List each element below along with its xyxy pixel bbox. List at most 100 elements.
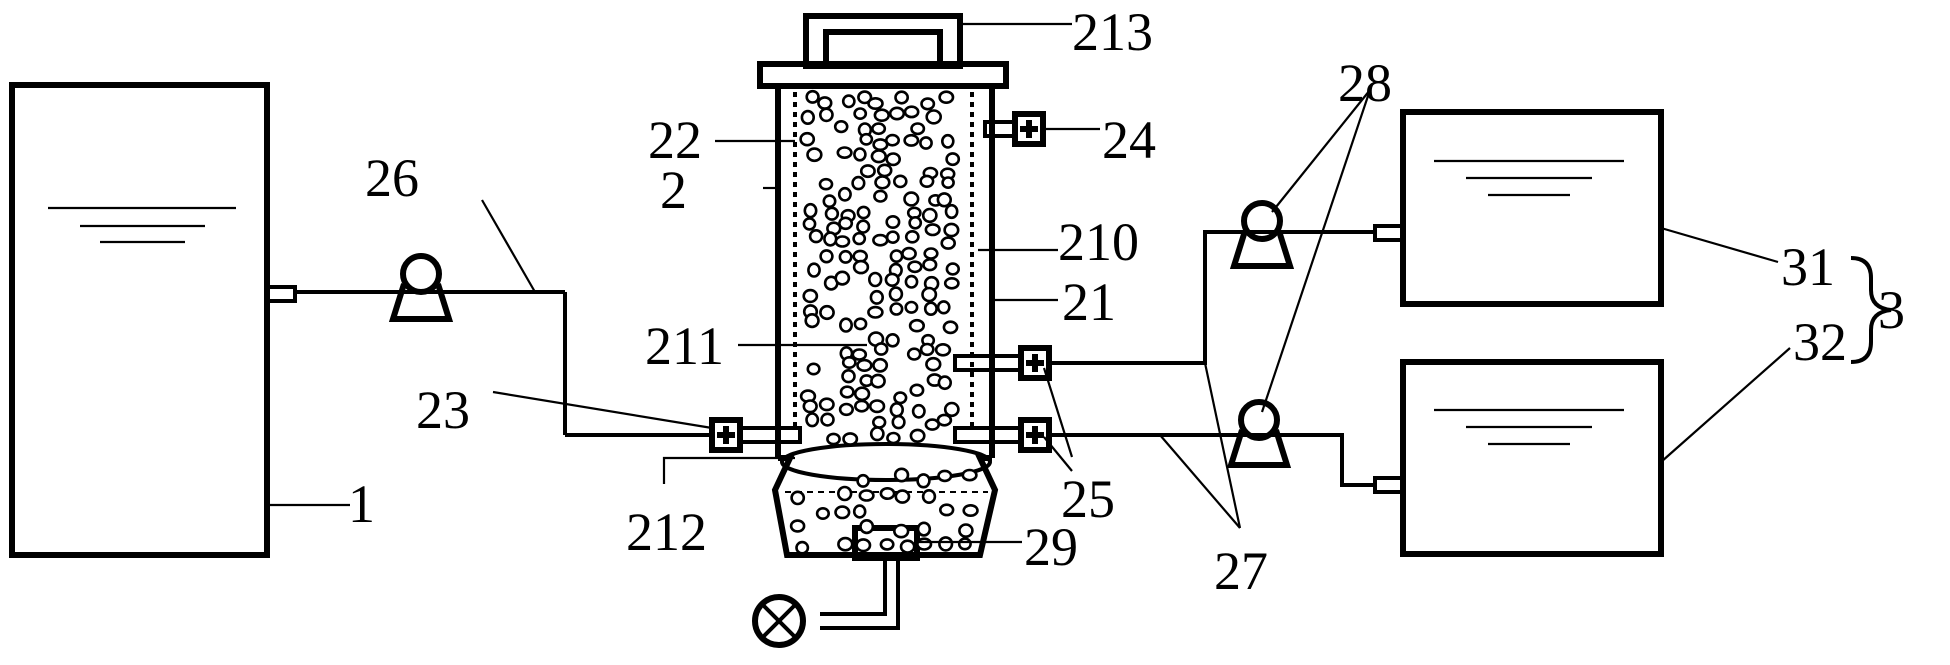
carrier-bead: [802, 399, 818, 414]
carrier-bead: [937, 469, 953, 483]
carrier-bead: [871, 415, 887, 429]
carrier-bead: [853, 147, 867, 162]
label-210: 210: [1058, 212, 1139, 272]
carrier-bead: [962, 503, 979, 517]
carrier-bead: [889, 302, 904, 316]
carrier-bead: [841, 369, 856, 384]
upper-pump: [1229, 200, 1295, 269]
carrier-bead: [944, 203, 959, 220]
label-1: 1: [348, 474, 375, 534]
carrier-bead: [859, 132, 874, 146]
carrier-bead: [841, 94, 856, 109]
carrier-bead: [901, 246, 917, 261]
carrier-bead: [891, 414, 906, 430]
carrier-bead: [908, 318, 926, 333]
carrier-bead: [836, 485, 853, 502]
carrier-bead: [853, 107, 868, 120]
carrier-bead: [834, 270, 851, 286]
carrier-bead: [853, 386, 871, 402]
carrier-bead: [936, 192, 952, 208]
carrier-bead: [857, 90, 873, 105]
carrier-bead: [802, 217, 817, 231]
carrier-bead: [958, 523, 974, 538]
collection-tank-31: [1373, 109, 1664, 307]
carrier-bead: [904, 300, 919, 314]
carrier-bead: [925, 356, 942, 372]
carrier-bead: [911, 403, 926, 419]
carrier-bead: [903, 191, 920, 207]
carrier-bead: [789, 519, 806, 533]
carrier-bead: [916, 537, 933, 551]
carrier-bead: [822, 194, 837, 209]
carrier-bead: [938, 536, 954, 552]
carrier-bead: [888, 286, 904, 302]
carrier-bead: [806, 362, 821, 376]
carrier-bead: [923, 247, 939, 260]
carrier-bead: [879, 538, 895, 551]
carrier-bead: [808, 229, 824, 244]
carrier-bead: [886, 431, 901, 445]
carrier-bead: [807, 262, 821, 278]
carrier-bead: [820, 412, 835, 427]
label-3: 3: [1878, 280, 1905, 340]
carrier-bead: [872, 357, 889, 373]
label-211: 211: [645, 316, 724, 376]
carrier-bead: [834, 505, 851, 520]
carrier-bead: [838, 249, 853, 264]
carrier-bead: [885, 215, 901, 230]
lower-outlet-valve: [953, 417, 1052, 453]
upper-outlet-valve: [953, 345, 1052, 381]
carrier-bead: [853, 399, 870, 413]
carrier-bead: [823, 231, 838, 247]
carrier-bead: [940, 236, 957, 250]
label-26: 26: [365, 148, 419, 208]
carrier-bead: [919, 342, 935, 357]
carrier-bead: [856, 473, 870, 488]
carrier-bead: [945, 152, 961, 167]
carrier-bead: [852, 259, 870, 275]
carrier-bead: [818, 397, 835, 412]
carrier-bead: [922, 258, 938, 272]
carrier-bead: [858, 489, 875, 502]
label-28: 28: [1338, 53, 1392, 113]
carrier-bead: [941, 176, 955, 189]
carrier-bead: [824, 206, 840, 221]
carrier-bead: [945, 262, 960, 276]
label-21: 21: [1062, 272, 1116, 332]
carrier-bead: [853, 317, 868, 331]
reactor: [752, 13, 1009, 648]
carrier-bead: [925, 109, 943, 125]
carrier-bead: [924, 418, 940, 431]
carrier-bead: [852, 231, 867, 246]
carrier-bead: [872, 233, 889, 247]
inlet-valve: [709, 417, 802, 453]
label-2: 2: [660, 160, 687, 220]
carrier-bead: [856, 219, 871, 234]
leader-lines: [267, 22, 1791, 544]
carrier-bead: [837, 186, 852, 202]
carrier-bead: [838, 216, 854, 231]
carrier-bead: [909, 428, 926, 443]
carrier-bead: [851, 348, 868, 361]
carrier-bead: [885, 152, 902, 167]
label-213: 213: [1072, 2, 1153, 62]
carrier-bead: [802, 288, 819, 304]
carrier-bead: [903, 133, 920, 147]
carrier-bead: [856, 205, 871, 220]
carrier-bead: [943, 401, 960, 418]
carrier-bead: [919, 174, 935, 189]
carrier-bead: [870, 373, 886, 389]
carrier-bead: [870, 149, 887, 164]
carrier-bead: [894, 489, 911, 504]
carrier-bead: [936, 413, 953, 427]
carrier-bead: [867, 97, 884, 111]
carrier-bead: [856, 358, 873, 373]
carrier-bead: [873, 108, 890, 122]
carrier-bead: [868, 399, 886, 414]
carrier-bead: [855, 538, 872, 553]
carrier-bead: [876, 163, 893, 178]
carrier-bead: [910, 122, 926, 136]
carrier-bead: [906, 347, 922, 361]
carrier-bead: [873, 342, 889, 356]
